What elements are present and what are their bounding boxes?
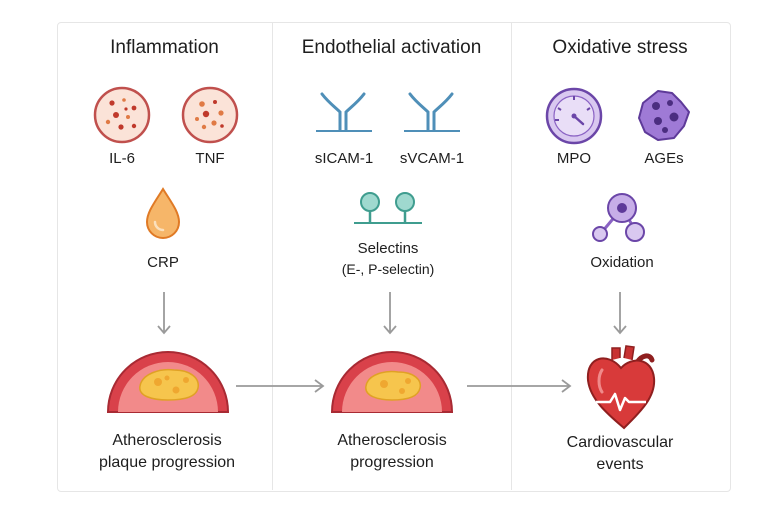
outcome-inflammation: Atherosclerosis plaque progression <box>70 430 264 474</box>
column-divider <box>511 22 512 490</box>
outcome-line: events <box>596 456 644 473</box>
arrow-right-icon <box>234 378 328 394</box>
marker-label-sicam1: sICAM-1 <box>314 150 374 167</box>
outcome-line: plaque progression <box>98 454 236 471</box>
outcome-line: Atherosclerosis <box>112 432 222 449</box>
oxidation-molecule-icon <box>588 190 650 244</box>
column-title-inflammation: Inflammation <box>110 37 219 58</box>
il6-cell-icon <box>93 86 151 144</box>
arrow-down-icon <box>382 290 398 338</box>
mpo-gauge-icon <box>544 86 604 146</box>
plaque-icon <box>328 346 456 416</box>
svcam1-receptor-icon <box>402 88 462 136</box>
outcome-line: progression <box>350 454 434 471</box>
sicam1-receptor-icon <box>314 88 374 136</box>
diagram-frame <box>57 22 731 492</box>
marker-label-oxidation: Oxidation <box>590 254 654 271</box>
column-title-oxidative: Oxidative stress <box>552 37 688 58</box>
plaque-icon <box>104 346 232 416</box>
outcome-endothelial: Atherosclerosis progression <box>296 430 488 474</box>
marker-sublabel-selectins: (E-, P-selectin) <box>341 261 435 277</box>
marker-label-il6: IL-6 <box>109 150 135 167</box>
outcome-oxidative: Cardiovascular events <box>526 432 714 476</box>
arrow-right-icon <box>465 378 575 394</box>
outcome-line: Atherosclerosis <box>337 432 447 449</box>
crp-droplet-icon <box>143 186 183 242</box>
column-title-endothelial: Endothelial activation <box>301 37 482 58</box>
column-divider <box>272 22 273 490</box>
marker-label-selectins: Selectins <box>357 240 419 257</box>
marker-label-mpo: MPO <box>556 150 592 167</box>
arrow-down-icon <box>612 290 628 338</box>
heart-icon <box>582 344 660 430</box>
marker-label-tnf: TNF <box>195 150 225 167</box>
marker-label-svcam1: sVCAM-1 <box>399 150 465 167</box>
selectin-icon <box>350 190 426 230</box>
arrow-down-icon <box>156 290 172 338</box>
marker-label-crp: CRP <box>147 254 179 271</box>
tnf-cell-icon <box>181 86 239 144</box>
marker-label-ages: AGEs <box>644 150 684 167</box>
ages-glycation-icon <box>634 86 694 146</box>
outcome-line: Cardiovascular <box>566 434 674 451</box>
